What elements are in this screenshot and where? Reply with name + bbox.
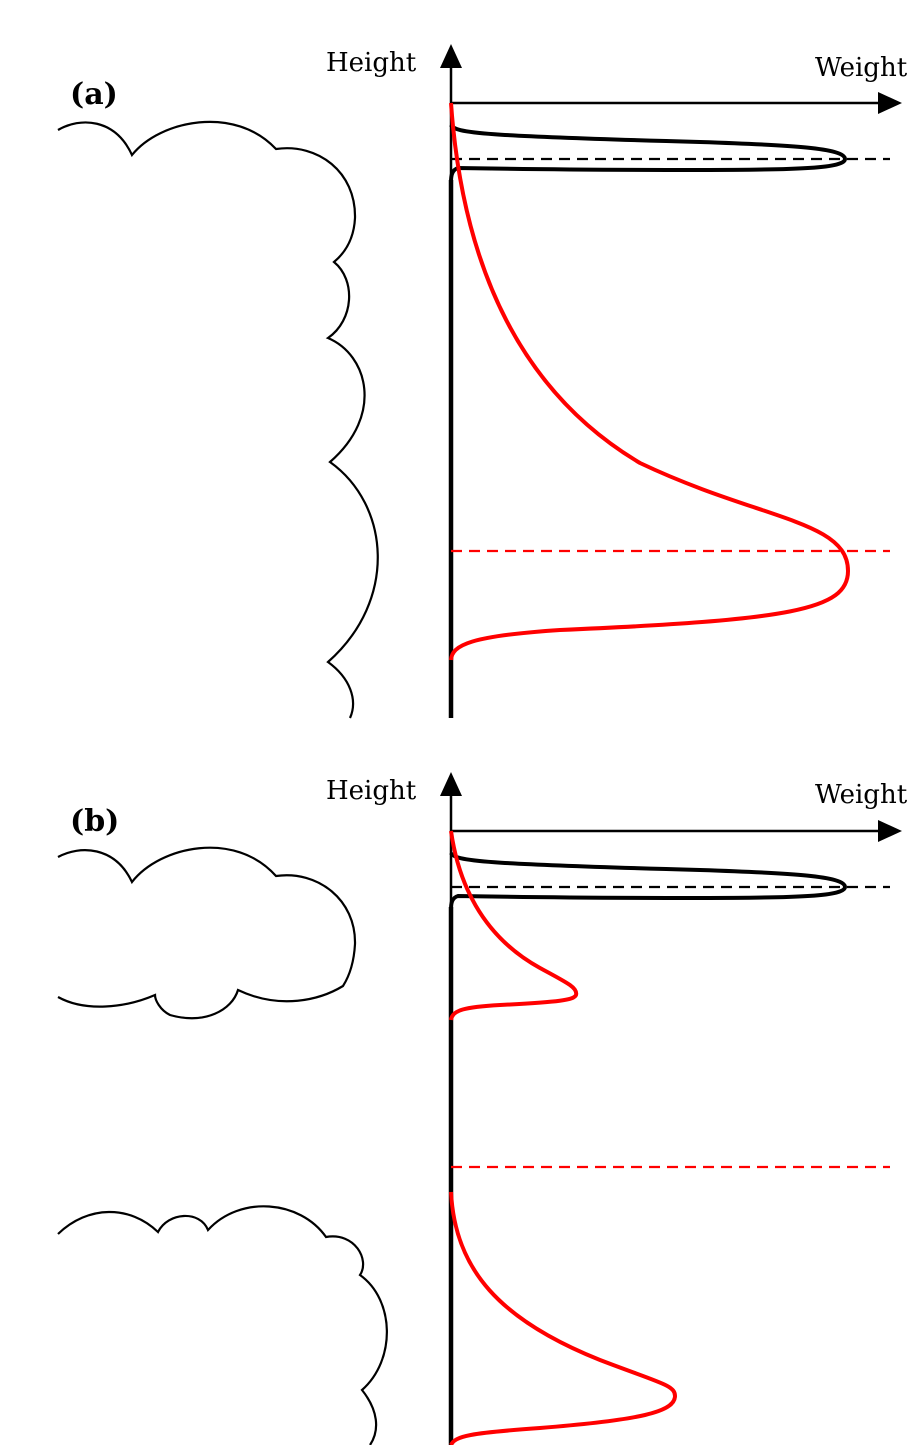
panel-b-black-weighting-curve	[449, 851, 848, 911]
panel-b-upper-cloud	[57, 846, 357, 1020]
panel-b-x-axis-label: Weight	[815, 780, 908, 810]
panel-a-y-axis-label: Height	[326, 48, 417, 78]
panel-a-height-arrowhead	[440, 44, 462, 68]
panel-a-black-weighting-curve	[449, 123, 848, 183]
panel-b-red-upper-lobe	[449, 830, 579, 1021]
panel-a-cloud	[57, 120, 379, 719]
panel-b: (b) Height Weight	[57, 772, 908, 1445]
panel-b-red-lower-lobe	[449, 1191, 678, 1445]
panel-b-height-arrowhead	[440, 772, 462, 796]
panel-b-tag: (b)	[70, 804, 119, 839]
panel-a: (a) Height Weight	[57, 44, 908, 719]
panel-a-x-axis-label: Weight	[815, 53, 908, 83]
panel-a-weight-arrowhead	[878, 92, 902, 114]
panel-a-tag: (a)	[70, 77, 118, 112]
panel-b-lower-cloud	[57, 1205, 388, 1445]
panel-b-weight-arrowhead	[878, 820, 902, 842]
panel-a-red-weighting-curve	[449, 102, 851, 661]
panel-b-y-axis-label: Height	[326, 776, 417, 806]
